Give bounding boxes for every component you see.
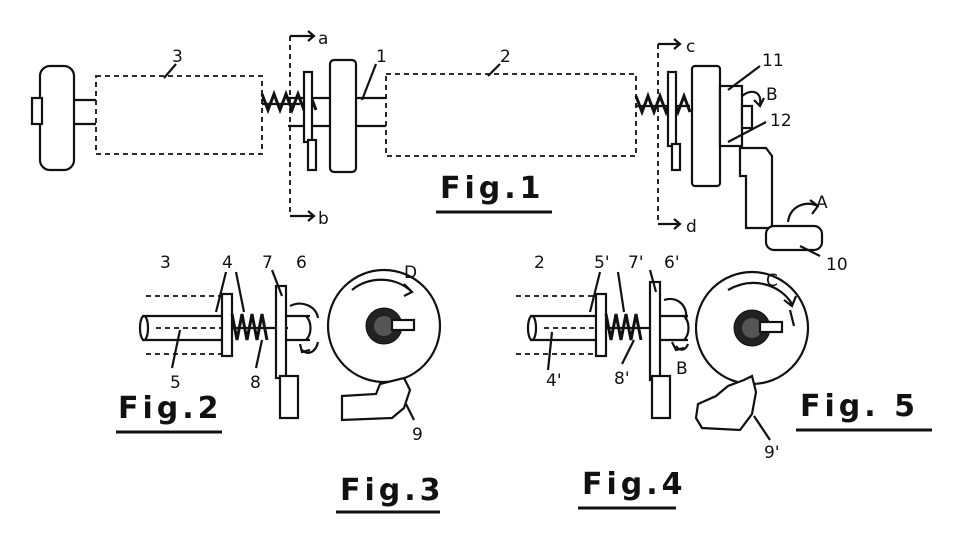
fig5-label-9p: 9'	[764, 443, 780, 463]
plate-right-thin	[666, 70, 678, 148]
fig5-pawl	[694, 374, 758, 432]
crank-handle	[764, 224, 824, 252]
fig4-washer	[594, 292, 608, 358]
label-A: A	[816, 193, 828, 213]
label-3: 3	[172, 47, 183, 67]
fig2-label-8: 8	[250, 373, 261, 393]
plate-left-tab	[306, 138, 318, 172]
plate-left-thin	[302, 70, 314, 144]
fig4-label-6p: 6'	[664, 253, 680, 273]
fig2-label-7: 7	[262, 253, 273, 273]
fig4-label-5p: 5'	[594, 253, 610, 273]
fig5-label-C: C	[766, 271, 778, 291]
plate-right-tab	[670, 142, 682, 172]
fig5-detail: C 9' Fig. 5	[694, 270, 932, 463]
roll-3	[95, 75, 263, 155]
left-hub	[30, 96, 44, 126]
left-end-knob	[38, 64, 76, 172]
fig3-label-D: D	[404, 263, 417, 283]
label-12: 12	[770, 111, 792, 131]
fig4-disc	[648, 280, 662, 382]
label-a: a	[318, 29, 328, 49]
clutch-body	[690, 64, 722, 188]
clutch-nub	[740, 104, 754, 130]
fig2-tab	[278, 374, 300, 420]
arrow-B-fig1	[741, 90, 762, 105]
fig4-label-8p: 8'	[614, 369, 630, 389]
fig3-detail: D 9 Fig.3	[326, 263, 445, 514]
fig3-caption: Fig.3	[340, 473, 445, 508]
label-b: b	[318, 209, 329, 229]
fig2-washer	[220, 292, 234, 358]
roll-2	[385, 73, 637, 157]
label-c: c	[686, 37, 695, 57]
crank-arm	[738, 146, 774, 230]
fig2-caption: Fig.2	[118, 391, 223, 426]
fig4-label-7p: 7'	[628, 253, 644, 273]
plate-left-thick	[328, 58, 358, 174]
fig4-label-B: B	[676, 359, 688, 379]
fig4-label-2: 2	[534, 253, 545, 273]
fig2-label-6: 6	[296, 253, 307, 273]
fig4-label-4p: 4'	[546, 371, 562, 391]
fig5-caption: Fig. 5	[800, 389, 919, 424]
fig2-label-3: 3	[160, 253, 171, 273]
label-11: 11	[762, 51, 784, 71]
fig4-tab	[650, 374, 672, 420]
fig4-detail: 2 5' 7' 6' 4' 8' B Fig.4	[516, 253, 690, 510]
fig3-label-9: 9	[412, 425, 423, 445]
label-10: 10	[826, 255, 848, 275]
fig2-detail: 3 4 7 6 5 8 Fig.2	[116, 253, 320, 434]
label-B: B	[766, 85, 778, 105]
fig1-assembly: 3 1 2 a b c d 11 B 12 A 10 Fig.1	[30, 29, 848, 275]
label-2: 2	[500, 47, 511, 67]
fig1-caption: Fig.1	[440, 171, 545, 206]
label-1: 1	[376, 47, 387, 67]
fig2-label-4: 4	[222, 253, 233, 273]
fig4-caption: Fig.4	[582, 467, 687, 502]
fig3-pawl	[340, 376, 412, 422]
label-d: d	[686, 217, 697, 237]
fig2-disc	[274, 284, 288, 380]
spring-right	[634, 91, 692, 117]
fig2-label-5: 5	[170, 373, 181, 393]
